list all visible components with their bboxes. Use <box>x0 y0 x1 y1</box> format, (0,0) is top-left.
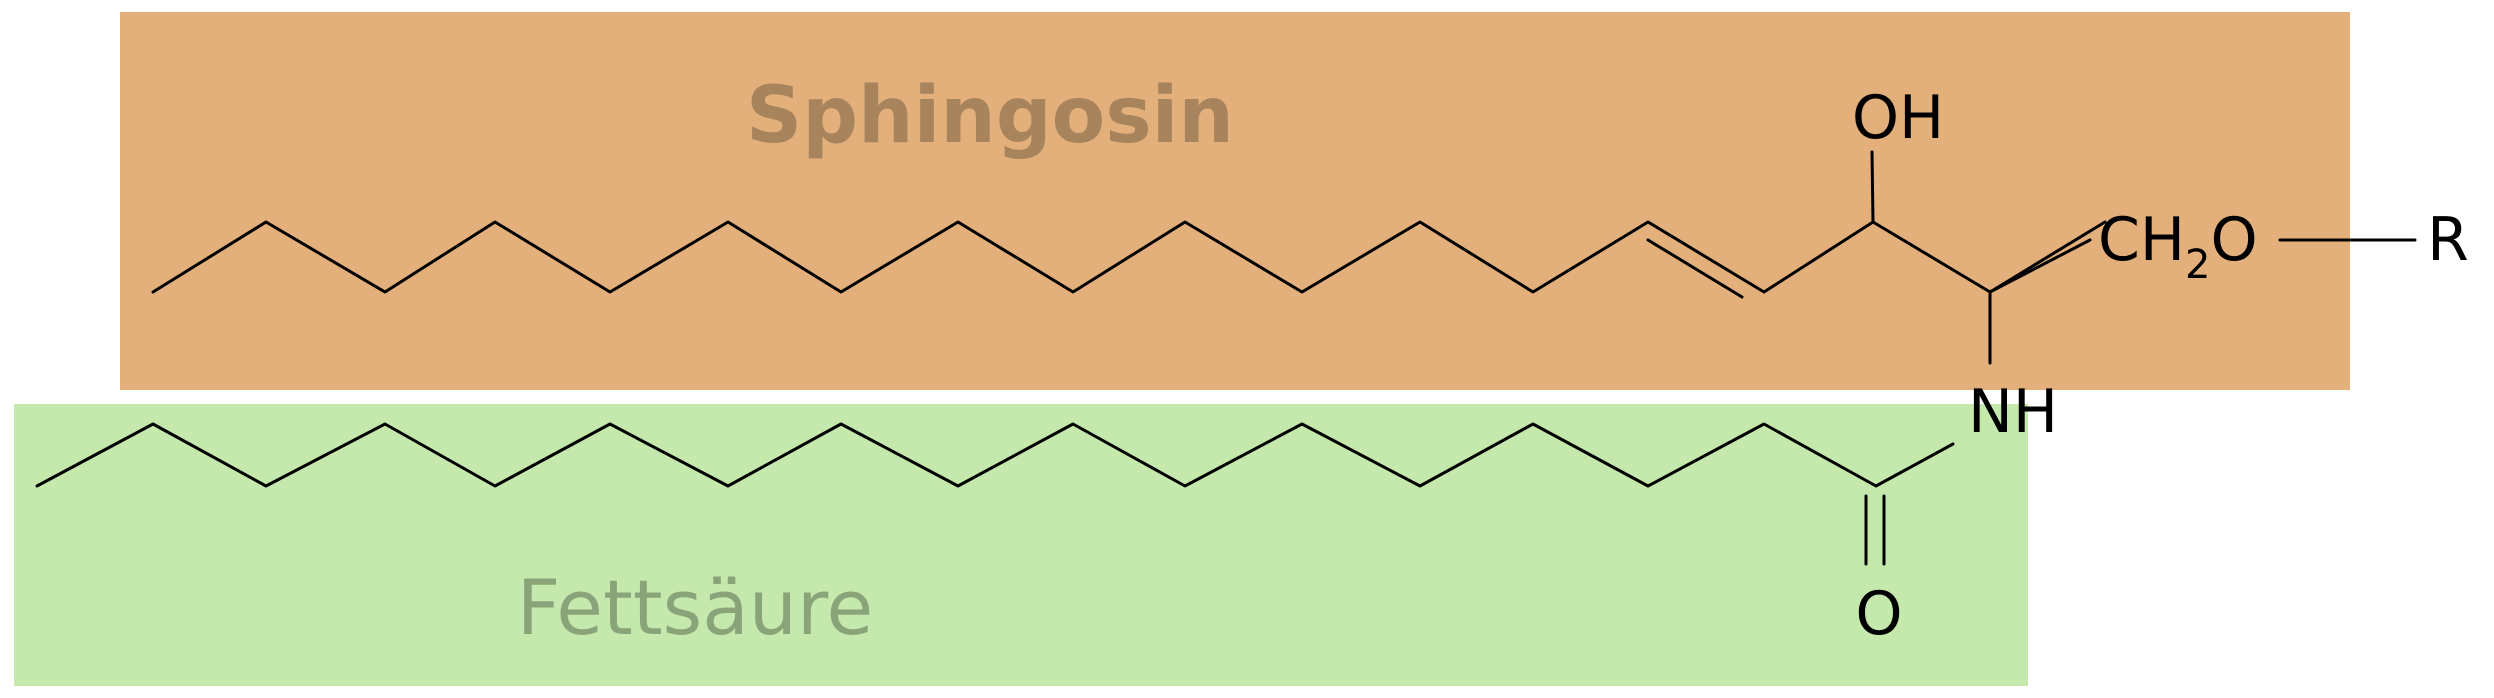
sphingosin-region <box>120 12 2350 390</box>
ch2o-oxygen: O <box>2210 205 2257 275</box>
trans-double-bond <box>1646 238 1744 299</box>
ch2o-group-label: CH2O <box>2098 205 2258 288</box>
carbonyl-oxygen-label: O <box>1855 579 1902 649</box>
r-group-label: R <box>2427 205 2469 275</box>
hydroxyl-bond <box>1870 150 1875 224</box>
sphingosin-label: Sphingosin <box>746 71 1234 161</box>
ch2o-carbon: CH <box>2098 205 2185 275</box>
fatty-acid-label: Fettsäure <box>517 563 874 652</box>
ch2-bond <box>1988 238 2092 294</box>
hydroxyl-group-label: OH <box>1852 83 1944 153</box>
sphingosin-carbon-chain <box>151 220 2107 294</box>
fatty-acid-carbon-chain <box>35 422 1955 488</box>
amide-nh-label: NH <box>1968 377 2058 447</box>
fatty-acid-region <box>14 404 2028 686</box>
ch2o-subscript: 2 <box>2185 242 2210 288</box>
